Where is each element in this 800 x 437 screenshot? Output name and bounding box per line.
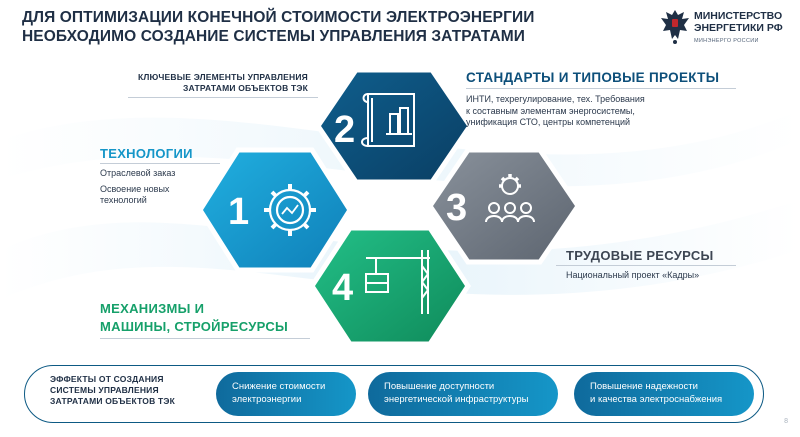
effect-item-availability: Повышение доступности энергетической инф… bbox=[368, 372, 558, 416]
ministry-logo: МИНИСТЕРСТВО ЭНЕРГЕТИКИ РФ МИНЭНЕРГО РОС… bbox=[658, 6, 798, 52]
caption-divider bbox=[128, 97, 318, 98]
center-caption: КЛЮЧЕВЫЕ ЭЛЕМЕНТЫ УПРАВЛЕНИЯ ЗАТРАТАМИ О… bbox=[137, 72, 308, 93]
people-gear-icon bbox=[485, 174, 535, 223]
hexagon-2-number: 2 bbox=[334, 109, 355, 151]
double-headed-eagle-icon bbox=[661, 10, 689, 44]
gear-chart-icon bbox=[264, 184, 316, 236]
element-2-title: СТАНДАРТЫ И ТИПОВЫЕ ПРОЕКТЫ bbox=[466, 70, 720, 85]
logo-name: МИНИСТЕРСТВО ЭНЕРГЕТИКИ РФ bbox=[694, 10, 783, 34]
page-title: ДЛЯ ОПТИМИЗАЦИИ КОНЕЧНОЙ СТОИМОСТИ ЭЛЕКТ… bbox=[22, 9, 535, 45]
blueprint-icon bbox=[361, 93, 415, 147]
effect-item-cost: Снижение стоимости электроэнергии bbox=[216, 372, 356, 416]
crane-icon bbox=[365, 250, 430, 314]
element-3-description: Национальный проект «Кадры» bbox=[566, 270, 700, 280]
element-1-description: Отраслевой заказ Освоение новых технолог… bbox=[100, 168, 176, 205]
hexagon-1-number: 1 bbox=[228, 191, 249, 233]
element-4-divider bbox=[100, 338, 310, 339]
element-2-description: ИНТИ, техрегулирование, тех. Требования … bbox=[466, 94, 645, 127]
hexagon-2 bbox=[314, 67, 474, 185]
hexagon-3 bbox=[426, 147, 582, 265]
hexagon-1 bbox=[197, 147, 353, 273]
effects-title: ЭФФЕКТЫ ОТ СОЗДАНИЯ СИСТЕМЫ УПРАВЛЕНИЯ З… bbox=[50, 374, 175, 406]
element-1-title: ТЕХНОЛОГИИ bbox=[100, 146, 193, 161]
hexagon-4-number: 4 bbox=[332, 267, 353, 309]
element-2-divider bbox=[466, 88, 736, 89]
element-3-divider bbox=[556, 265, 736, 266]
hexagon-3-number: 3 bbox=[446, 187, 467, 229]
element-3-title: ТРУДОВЫЕ РЕСУРСЫ bbox=[566, 248, 714, 263]
logo-subtitle: МИНЭНЕРГО РОССИИ bbox=[694, 38, 759, 44]
page-number: 8 bbox=[784, 418, 788, 425]
effect-item-reliability: Повышение надежности и качества электрос… bbox=[574, 372, 754, 416]
element-1-divider bbox=[100, 163, 220, 164]
element-4-title: МЕХАНИЗМЫ И МАШИНЫ, СТРОЙРЕСУРСЫ bbox=[100, 301, 289, 334]
